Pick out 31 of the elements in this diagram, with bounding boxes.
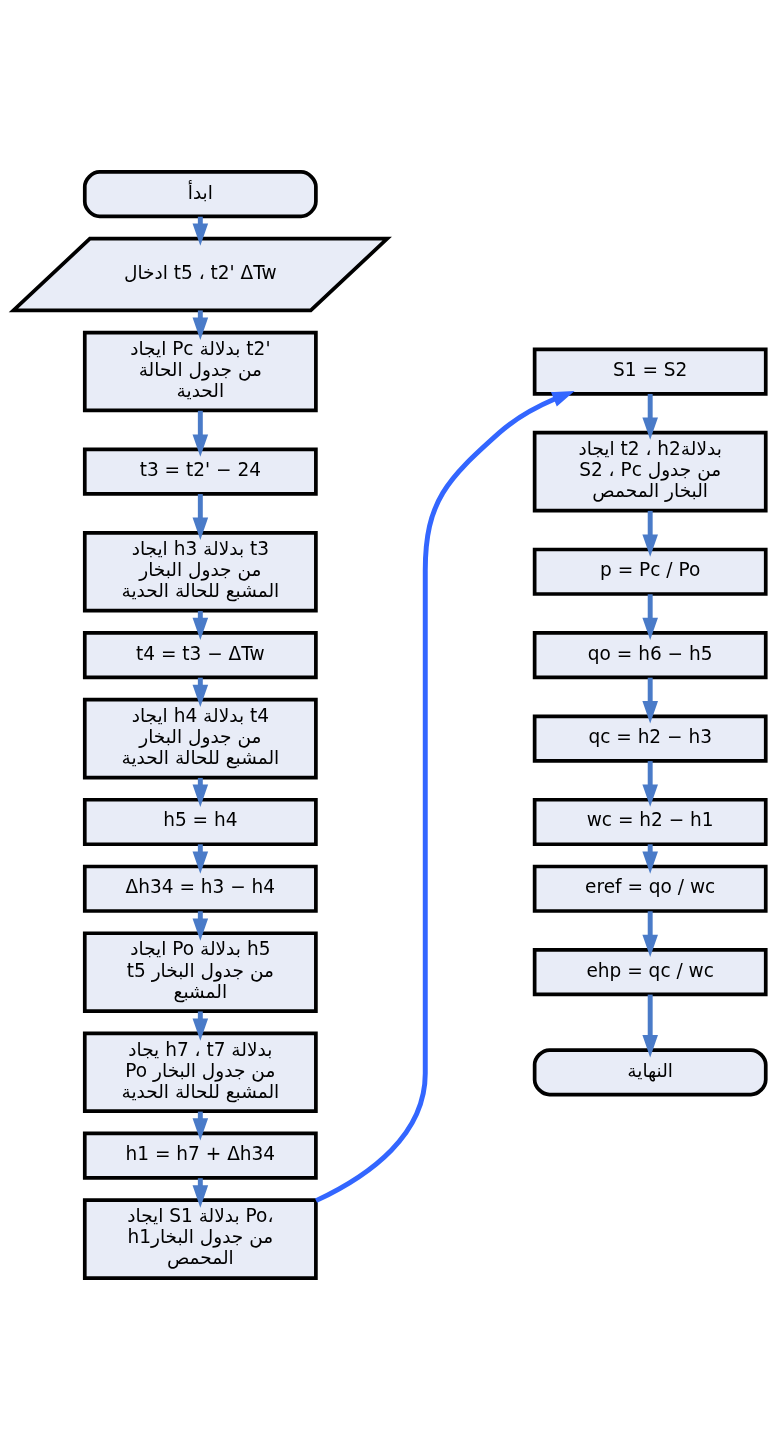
node-box: S1 = S2: [532, 347, 768, 396]
node-box: eref = qo / wc: [532, 864, 768, 913]
arrow: [642, 510, 658, 557]
node-box: h5 = h4: [82, 797, 318, 847]
node-box: ايجاد Pc بدلالة t2' من جدول الحالة الحدية: [82, 330, 318, 413]
node-box: ايجاد Po بدلالة h5 t5 من جدول البخار المشبع: [82, 931, 318, 1013]
node-box: ايجاد h4 بدلالة t4 من جدول البخار المشبع للحالة الحدية: [82, 697, 318, 780]
arrow: [642, 594, 658, 640]
arrow: [642, 677, 658, 724]
arrow: [315, 391, 575, 1203]
node-box: ehp = qc / wc: [532, 948, 768, 997]
node-box: wc = h2 − h1: [532, 797, 768, 847]
node-box: qo = h6 − h5: [532, 631, 768, 680]
node-box: Δh34 = h3 − h4: [82, 864, 318, 913]
arrow: [192, 494, 209, 540]
arrow: [642, 994, 658, 1058]
node-box: h1 = h7 + Δh34: [82, 1131, 318, 1180]
node-box: qc = h2 − h3: [532, 714, 768, 763]
node-box: ايجاد h3 بدلالة t3 من جدول البخار المشبع للحالة الحدية: [82, 530, 318, 613]
node-box: p = Pc / Po: [532, 547, 768, 596]
node-box: t3 = t2' − 24: [82, 447, 318, 496]
arrow: [642, 393, 658, 440]
arrow: [642, 761, 658, 807]
node-box: ايجاد S1 بدلالة Po، h1من جدول البخار المحمص: [82, 1198, 318, 1280]
node-box: ابدأ: [82, 170, 318, 219]
node-box: يجاد h7 ، t7 بدلالة Po من جدول البخار المشبع للحالة الحدية: [82, 1031, 318, 1114]
arrow: [642, 911, 658, 957]
node-box: النهاية: [532, 1048, 768, 1097]
node-box: ايجاد t2 ، h2بدلالة S2 ، Pc من جدول البخار المحمص: [532, 430, 768, 513]
node-box: t4 = t3 − ΔTw: [82, 631, 318, 680]
arrow: [192, 410, 209, 457]
